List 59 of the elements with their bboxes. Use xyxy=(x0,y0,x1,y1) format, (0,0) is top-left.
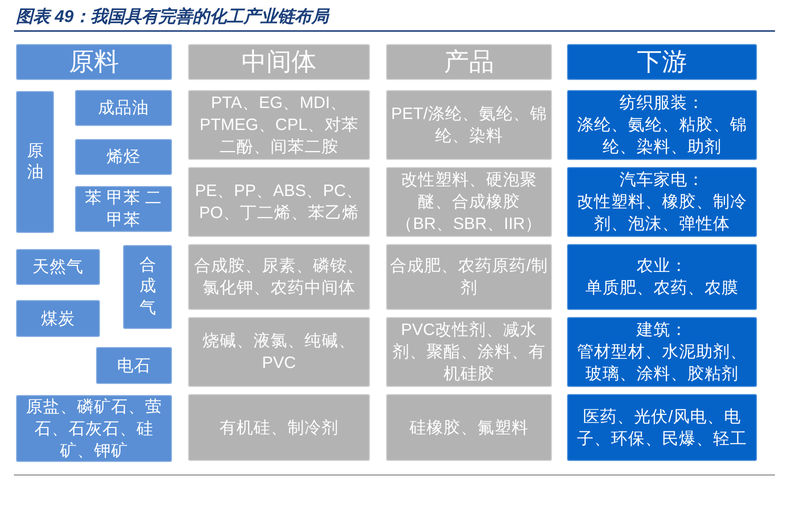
box-text: 管材型材、水泥助剂、玻璃、涂料、胶粘剂 xyxy=(576,342,748,385)
box-text: 单质肥、农药、农膜 xyxy=(586,278,738,299)
column-header xyxy=(386,44,552,80)
intermediate-box xyxy=(188,167,370,237)
box-text: PET/涤纶、氨纶、锦纶、染料 xyxy=(390,104,548,147)
box-text: 成品油 xyxy=(98,98,149,119)
box-text: 电石 xyxy=(117,356,151,376)
intermediate-box xyxy=(188,394,370,461)
raw-material-box xyxy=(16,91,54,233)
column-header xyxy=(188,44,370,80)
raw-material-box xyxy=(75,139,172,175)
box-text: 合成肥、农药原药/制剂 xyxy=(390,256,548,299)
box-text: 天然气 xyxy=(32,257,84,278)
intermediate-box xyxy=(188,90,370,160)
box-text: 改性塑料、硬泡聚醚、合成橡胶（BR、SBR、IIR） xyxy=(395,170,543,235)
column-header xyxy=(567,44,757,80)
box-text: 煤炭 xyxy=(41,308,75,330)
downstream-box xyxy=(567,317,757,387)
box-text: 烯烃 xyxy=(106,147,140,168)
box-text: 医药、光伏/风电、电子、环保、民爆、轻工 xyxy=(576,406,748,450)
header-text: 原料 xyxy=(69,51,119,73)
intermediate-box xyxy=(188,317,370,387)
downstream-box xyxy=(567,90,757,160)
raw-material-box xyxy=(123,245,172,329)
figure-title: 图表 49：我国具有完善的化工产业链布局 xyxy=(16,6,329,28)
box-text: 苯 甲苯 二甲苯 xyxy=(84,188,164,231)
box-text: 有机硅、制冷剂 xyxy=(220,418,338,438)
raw-material-box xyxy=(16,300,100,337)
raw-material-box xyxy=(16,249,100,285)
box-text: 硅橡胶、氟塑料 xyxy=(410,418,528,438)
product-box xyxy=(386,394,552,461)
raw-material-box xyxy=(75,90,172,126)
box-text: 改性塑料、橡胶、制冷剂、泡沫、弹性体 xyxy=(576,192,748,235)
downstream-box xyxy=(567,244,757,310)
box-text: 合成胺、尿素、磷铵、氯化钾、农药中间体 xyxy=(193,256,365,299)
product-box xyxy=(386,90,552,160)
header-text: 下游 xyxy=(637,51,687,73)
header-text: 中间体 xyxy=(242,51,316,73)
box-text: PVC改性剂、减水剂、聚酯、涂料、有机硅胶 xyxy=(392,320,546,385)
box-heading: 汽车家电： xyxy=(620,170,704,191)
raw-material-box xyxy=(96,347,172,384)
box-text: 合成气 xyxy=(139,254,156,319)
box-heading: 纺织服装： xyxy=(620,93,704,114)
box-text: PTA、EG、MDI、PTMEG、CPL、对苯二酚、间苯二胺 xyxy=(198,93,360,158)
raw-material-box xyxy=(75,186,172,232)
product-box xyxy=(386,167,552,237)
box-heading: 农业： xyxy=(636,256,688,277)
box-text: 烧碱、液氯、纯碱、PVC xyxy=(202,331,356,374)
box-text: 涤纶、氨纶、粘胶、锦纶、染料、助剂 xyxy=(576,115,748,158)
intermediate-box xyxy=(188,244,370,310)
downstream-box xyxy=(567,394,757,461)
box-text: 原盐、磷矿石、萤石、石灰石、硅矿、钾矿 xyxy=(25,396,163,462)
box-text: 原油 xyxy=(26,140,44,183)
header-text: 产品 xyxy=(444,51,494,73)
downstream-box xyxy=(567,167,757,237)
product-box xyxy=(386,244,552,310)
box-heading: 建筑： xyxy=(636,320,688,341)
box-text: PE、PP、ABS、PC、PO、丁二烯、苯乙烯 xyxy=(194,181,364,224)
column-header xyxy=(16,44,172,80)
